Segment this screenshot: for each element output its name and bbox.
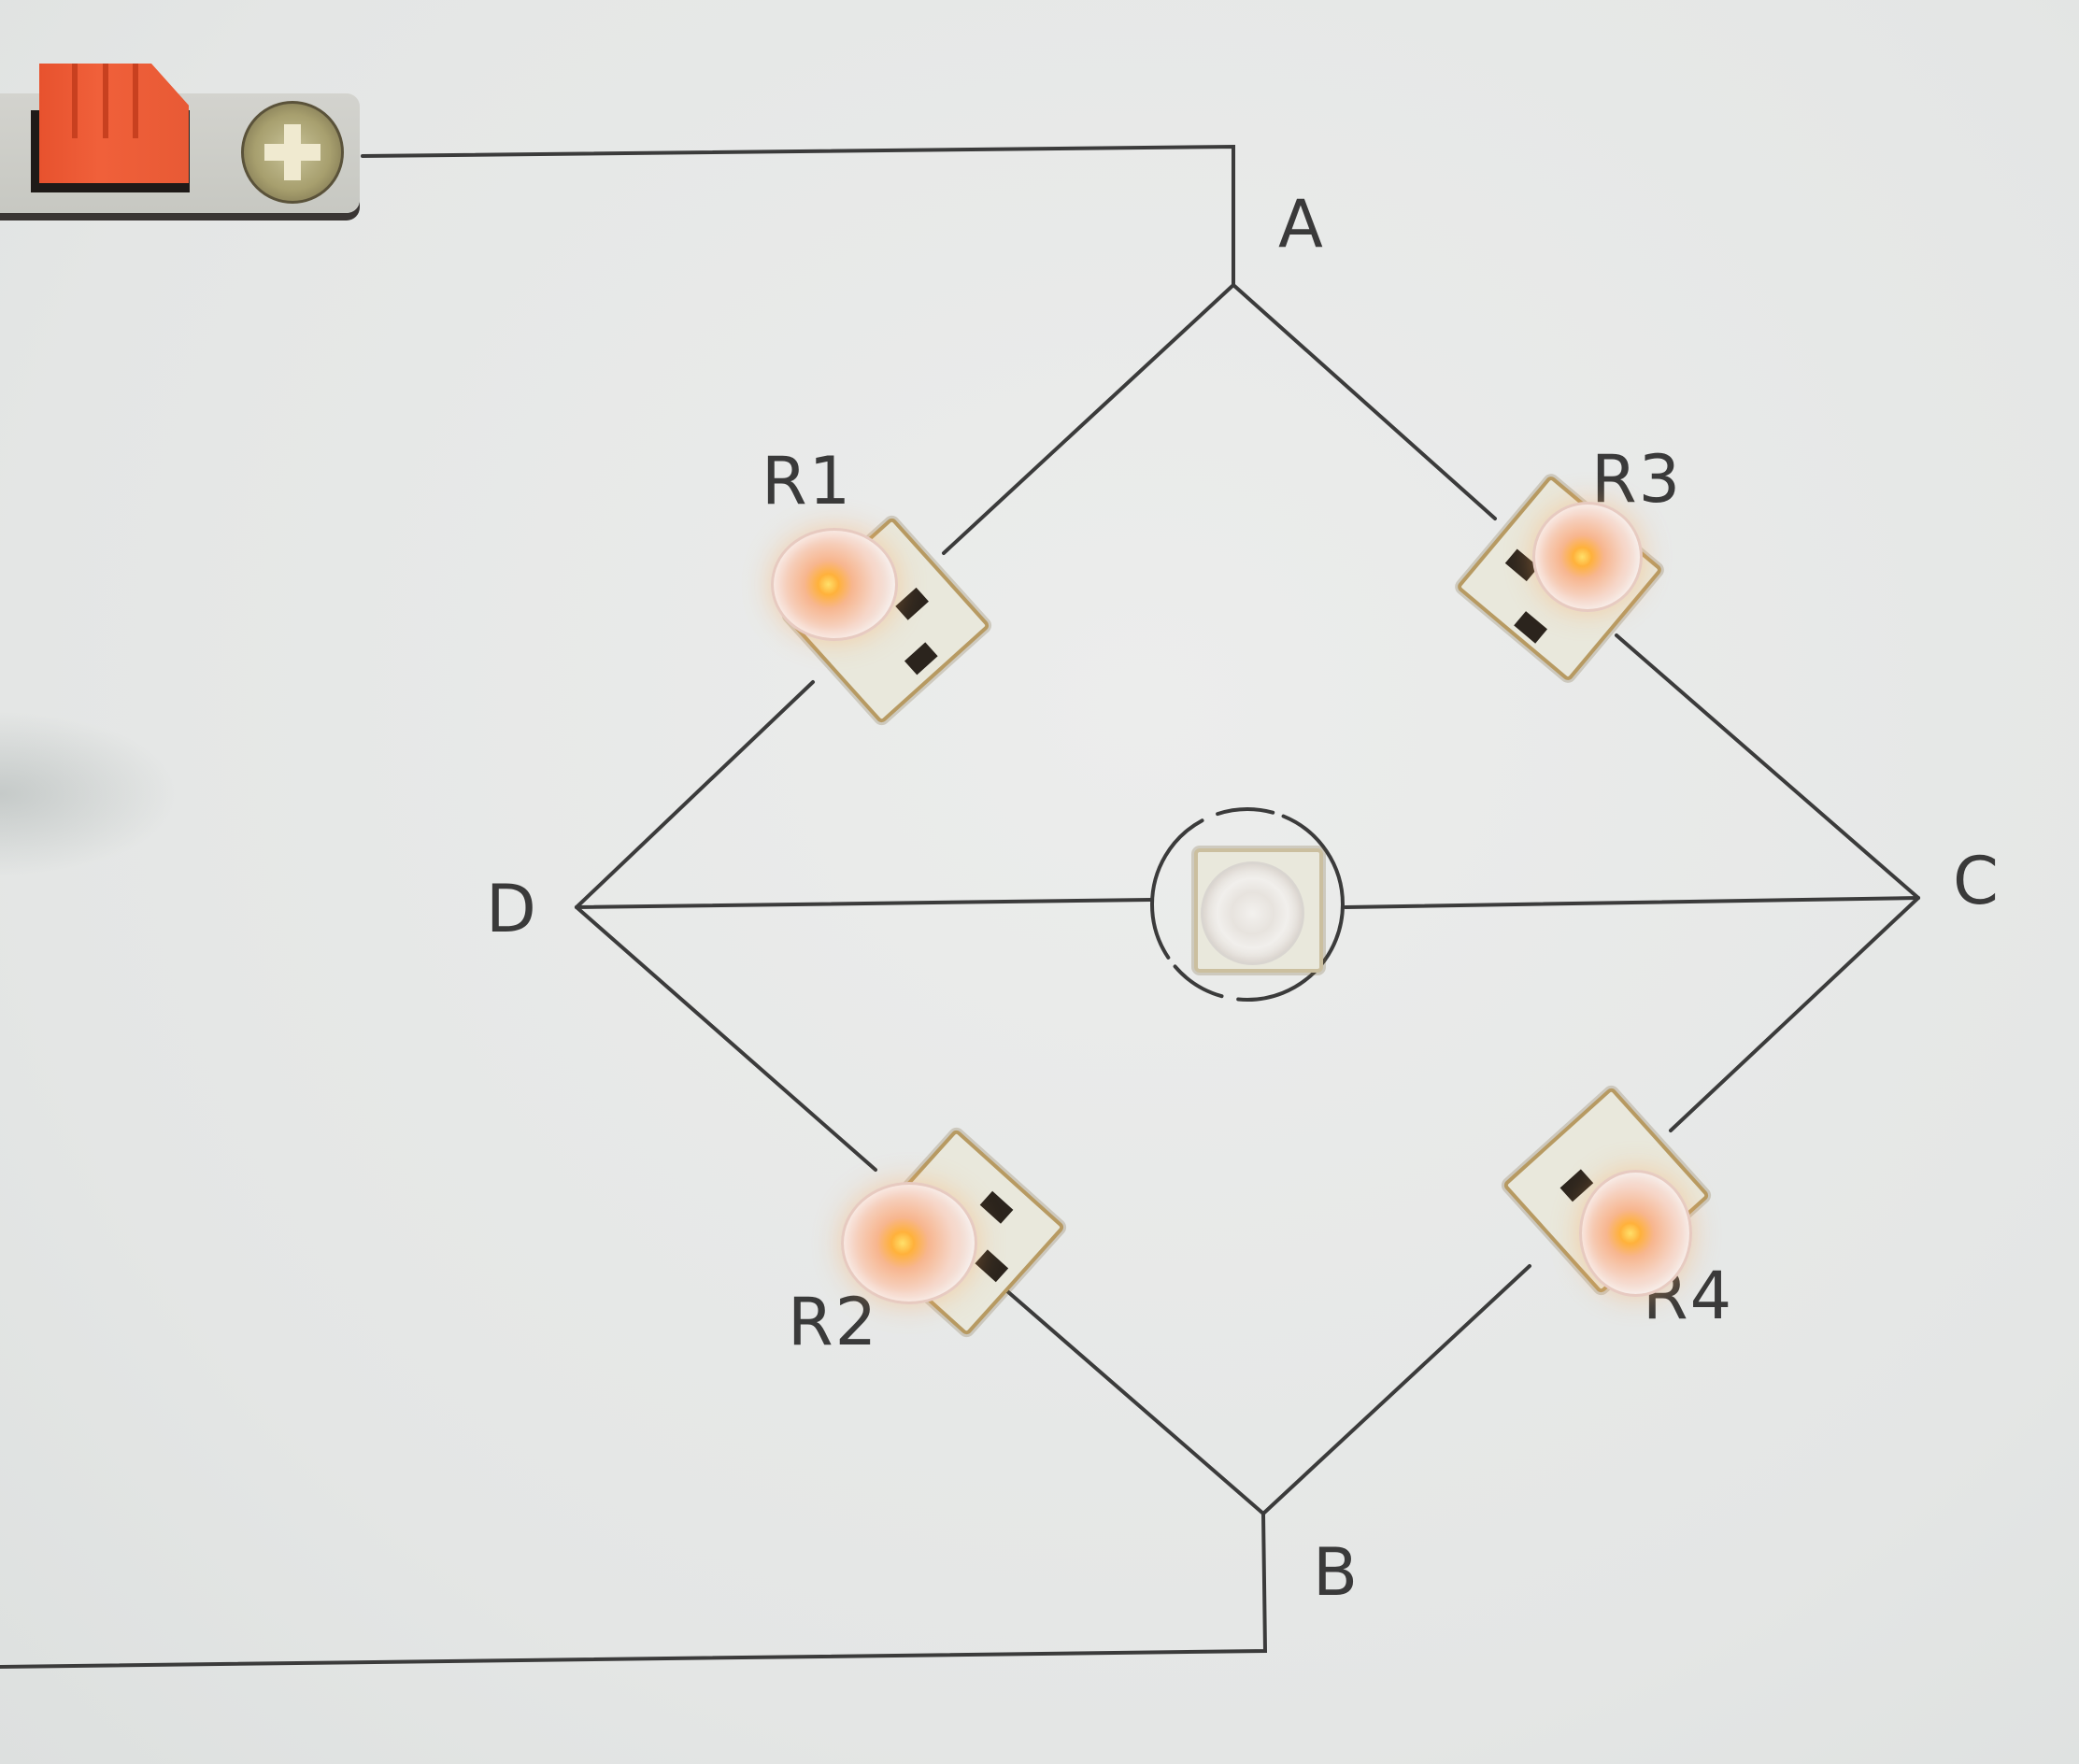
resistor-label-r3: R3	[1591, 441, 1683, 518]
wire-center-c	[1344, 896, 1920, 909]
lamp-r3-lit[interactable]	[1532, 502, 1643, 612]
node-label-c: C	[1953, 843, 2001, 919]
wire-d-r2	[575, 905, 877, 1172]
wire-d-center	[575, 898, 1153, 909]
wire-r4-b	[1261, 1264, 1531, 1515]
wire-r3-c	[1615, 633, 1920, 900]
lamp-r2-lit[interactable]	[841, 1182, 977, 1304]
wire-r2-b	[998, 1283, 1265, 1515]
wire-r1-d	[575, 680, 815, 909]
lamp-r4-lit[interactable]	[1579, 1170, 1692, 1297]
wire-a-r1	[942, 283, 1235, 555]
lamp-center-unlit[interactable]	[1201, 861, 1304, 965]
wire-a-r3	[1232, 283, 1497, 520]
wire-bottom-supply	[0, 1512, 1268, 1669]
node-label-a: A	[1278, 186, 1325, 263]
center-lamp-ring	[1150, 807, 1345, 1002]
lamp-r1-lit[interactable]	[771, 528, 898, 641]
node-label-b: B	[1313, 1534, 1360, 1611]
resistor-label-r2: R2	[788, 1284, 879, 1360]
node-label-d: D	[486, 871, 538, 947]
screw-icon	[241, 101, 344, 204]
resistor-label-r1: R1	[762, 443, 853, 519]
toggle-switch[interactable]	[39, 64, 189, 183]
wire-c-r4	[1669, 896, 1920, 1132]
wire-top-supply	[361, 144, 1235, 287]
